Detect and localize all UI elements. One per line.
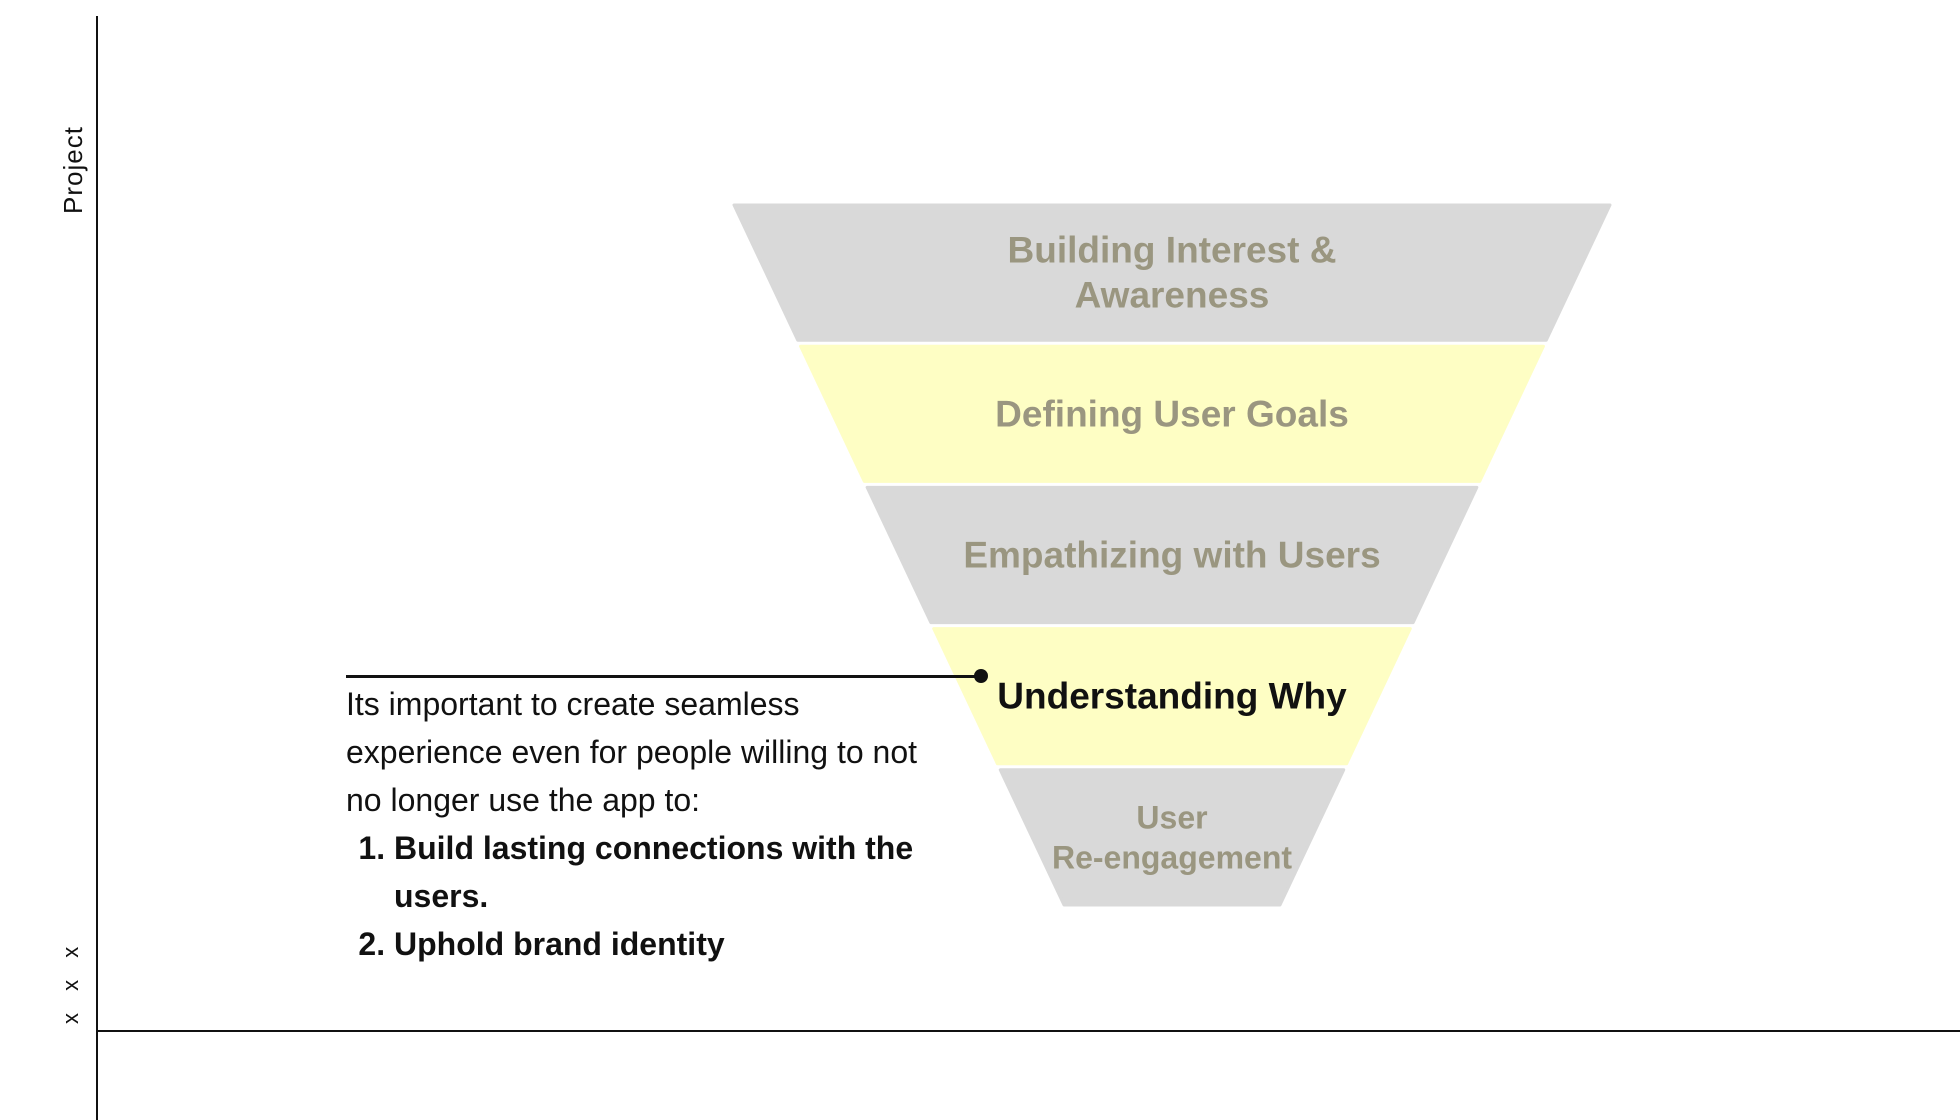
funnel-stage-2	[799, 344, 1545, 483]
funnel-stage-label: Awareness	[1075, 275, 1270, 316]
funnel-stage-label: Building Interest &	[1008, 230, 1337, 271]
funnel-stage-label: Re-engagement	[1052, 839, 1292, 875]
funnel-stage-4	[932, 627, 1412, 766]
horizontal-axis-line	[96, 1030, 1960, 1032]
funnel-stage-label: Empathizing with Users	[963, 535, 1380, 576]
callout-connector-dot	[974, 669, 988, 683]
callout-list-item: Uphold brand identity	[394, 920, 926, 968]
funnel-stage-label: Understanding Why	[997, 676, 1347, 717]
funnel-stage-5	[998, 768, 1346, 907]
funnel-stage-3	[865, 485, 1479, 625]
callout-list: Build lasting connections with the users…	[346, 824, 926, 968]
callout-list-item: Build lasting connections with the users…	[394, 824, 926, 920]
vertical-axis-line	[96, 16, 98, 1120]
callout-connector-line	[346, 675, 982, 678]
funnel-stage-label: Defining User Goals	[995, 393, 1349, 434]
funnel-stage-label: User	[1136, 799, 1207, 835]
funnel-stage-1	[732, 203, 1612, 342]
callout-text-block: Its important to create seamless experie…	[346, 680, 926, 968]
callout-intro: Its important to create seamless experie…	[346, 686, 918, 818]
